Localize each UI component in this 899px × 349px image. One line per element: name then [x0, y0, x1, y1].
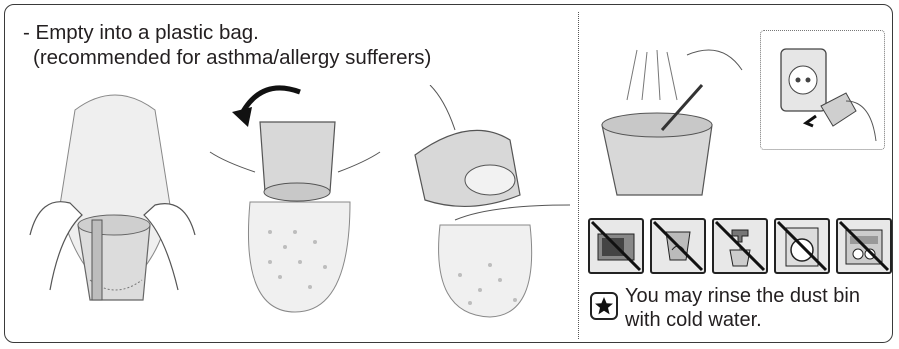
pouring-into-bag-illustration — [400, 85, 575, 320]
instruction-line-2: (recommended for asthma/allergy sufferer… — [23, 45, 431, 70]
rinse-note: You may rinse the dust bin with cold wat… — [590, 284, 895, 332]
rinsing-bin-illustration — [592, 30, 747, 200]
unplug-panel — [760, 30, 885, 150]
no-dryer-icon — [650, 218, 706, 274]
emptying-bin-illustration — [200, 82, 390, 317]
unplug-illustration — [761, 31, 883, 149]
instruction-text: - Empty into a plastic bag. (recommended… — [23, 20, 431, 70]
no-microwave-icon — [588, 218, 644, 274]
caution-icons — [588, 218, 892, 274]
star-icon — [590, 292, 618, 320]
instruction-line-1: - Empty into a plastic bag. — [23, 21, 259, 44]
no-washing-machine-icon — [774, 218, 830, 274]
section-divider — [578, 12, 579, 339]
no-dishwasher-icon — [836, 218, 892, 274]
note-text: You may rinse the dust bin with cold wat… — [625, 284, 895, 332]
no-hot-water-icon — [712, 218, 768, 274]
bin-in-bag-illustration — [20, 85, 205, 310]
